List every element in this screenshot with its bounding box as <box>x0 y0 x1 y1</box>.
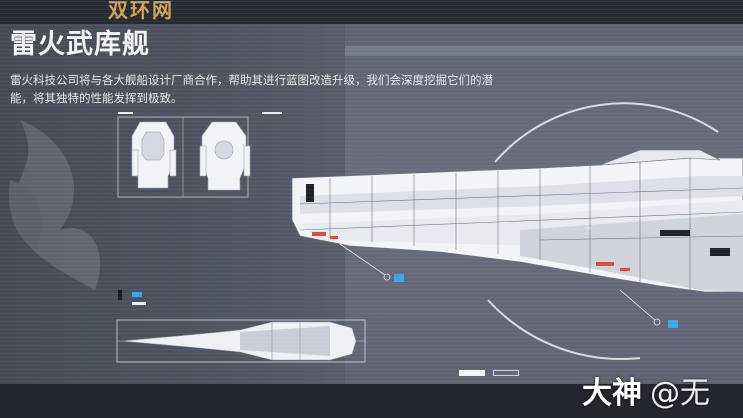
page-indicator-2[interactable] <box>493 370 519 376</box>
page-indicator-1[interactable] <box>459 370 485 376</box>
watermark-bottom: 大神@无 <box>582 368 710 412</box>
ship-front-view-left <box>131 121 177 189</box>
watermark-top: 双环网 <box>108 0 174 22</box>
callout-lines <box>339 243 661 326</box>
callout-marker <box>668 320 678 328</box>
flame-emblem-icon <box>9 120 101 290</box>
bottom-bar <box>0 384 743 418</box>
top-down-view-panel <box>116 319 366 363</box>
top-bar <box>0 0 743 24</box>
description-text: 雷火科技公司将与各大舰船设计厂商合作，帮助其进行蓝图改造升级，我们会深度挖掘它们… <box>10 73 493 105</box>
ship-front-view-right <box>199 121 251 191</box>
header-strip <box>345 46 743 56</box>
legend-bars <box>118 290 146 305</box>
main-ship-side-view <box>291 149 743 293</box>
watermark-brand: 大神 <box>582 376 642 411</box>
targeting-arcs <box>487 102 719 360</box>
page-title: 雷火武库舰 <box>10 29 150 60</box>
watermark-handle: @无 <box>650 376 710 411</box>
callout-marker <box>394 274 404 282</box>
crosshair-ticks <box>584 224 592 232</box>
